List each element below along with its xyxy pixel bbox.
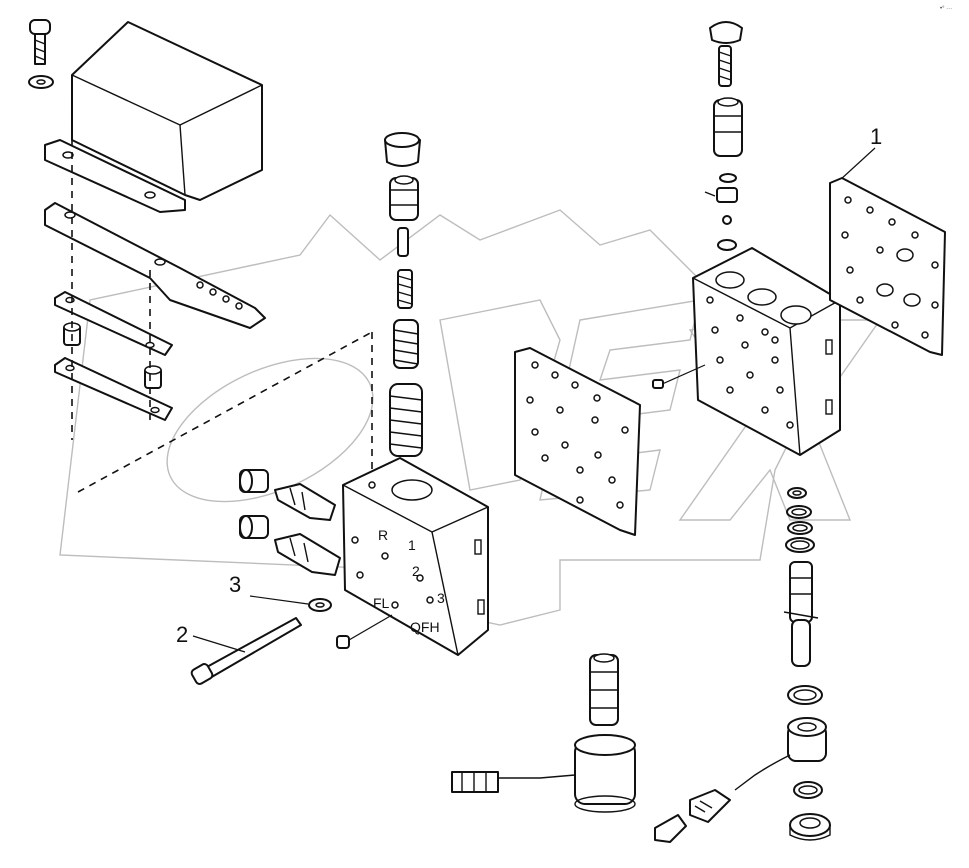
valve-fitting-lower [274, 533, 341, 576]
center-plug-cap [384, 132, 421, 167]
mounting-bracket [44, 139, 186, 213]
large-spring [389, 383, 423, 457]
small-spring [397, 269, 413, 309]
long-bolt-item-2 [190, 617, 302, 685]
right-small-rings [704, 173, 738, 251]
right-o-ring-large [787, 685, 823, 705]
spacer-plate-upper [54, 291, 173, 356]
bottom-solenoid-wire [451, 771, 576, 793]
right-nut [789, 813, 831, 841]
right-plug-cap [709, 21, 743, 44]
plug-fitting-upper [239, 469, 269, 493]
washer-top-left [28, 75, 54, 89]
callout-2: 2 [176, 622, 188, 647]
mark-qfh: QFH [410, 619, 440, 635]
center-pin [397, 227, 409, 257]
separator-gasket-item-1 [829, 177, 946, 356]
mark-2: 2 [412, 563, 420, 579]
right-o-ring-bottom [793, 781, 823, 799]
mark-r: R [378, 527, 388, 543]
center-valve-body [342, 457, 489, 656]
mark-1: 1 [408, 537, 416, 553]
assembly-dash-lines [71, 100, 373, 493]
callout-1: 1 [870, 124, 882, 149]
separator-gasket-middle [514, 347, 641, 536]
right-threaded-rod [718, 45, 732, 87]
right-solenoid-cartridge [783, 561, 819, 667]
valve-fitting-upper [274, 483, 336, 521]
small-screw [336, 614, 393, 649]
right-coil-wire [689, 754, 791, 823]
right-small-screw [652, 364, 706, 389]
cover-housing [71, 21, 263, 201]
mark-fl: FL [373, 595, 390, 611]
mark-3: 3 [437, 590, 445, 606]
callout-leaders [192, 147, 876, 653]
right-spool [713, 97, 743, 157]
right-valve-body [692, 247, 841, 456]
corner-mark: •° ··· [940, 6, 952, 12]
center-spool [389, 175, 419, 221]
right-o-rings [785, 487, 815, 553]
spacer-plate-lower [54, 357, 173, 421]
medium-spring [393, 319, 419, 369]
right-solenoid-coil [787, 717, 827, 762]
bolt-top-left [29, 19, 51, 65]
wire-clip [654, 814, 687, 843]
lever-plate [44, 202, 266, 329]
callout-3: 3 [229, 572, 241, 597]
plug-fitting-lower [239, 515, 269, 539]
washer-item-3 [308, 598, 332, 612]
spacer-bushings [63, 322, 162, 389]
bottom-solenoid-valve [574, 653, 636, 813]
